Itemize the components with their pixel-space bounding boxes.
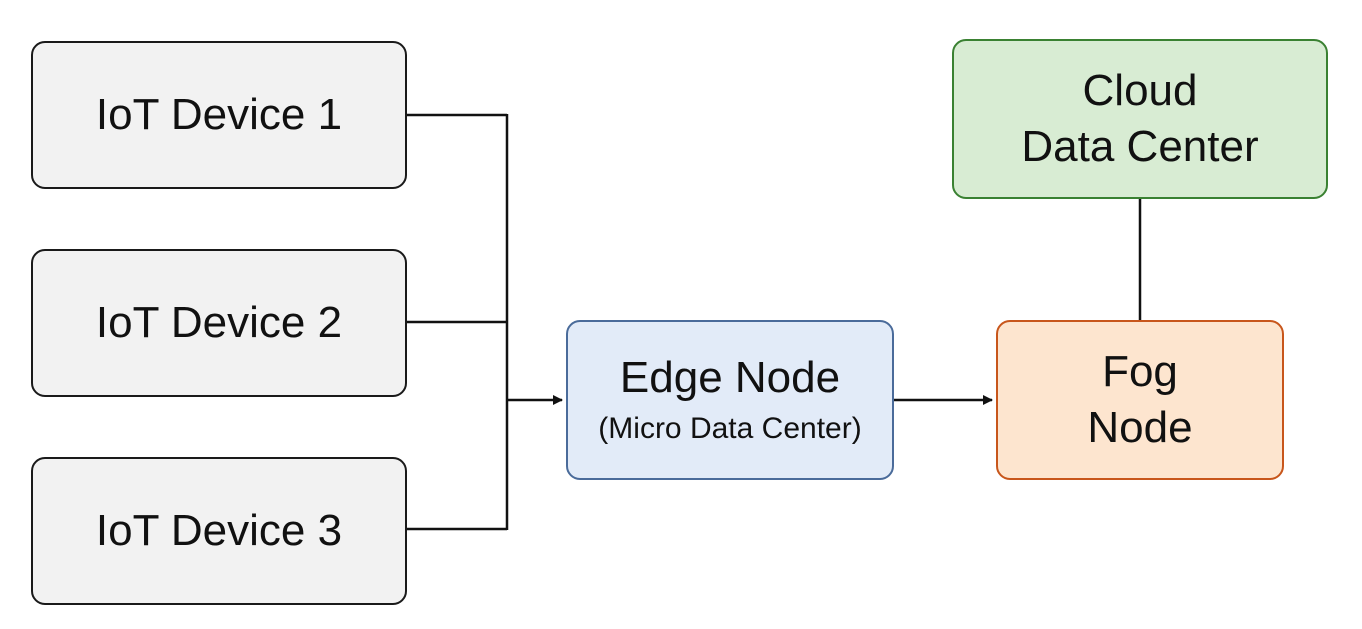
edge-node-title: Edge Node bbox=[619, 352, 841, 402]
edge-node-subtitle: (Micro Data Center) bbox=[598, 412, 862, 446]
iot-device-1-label: IoT Device 1 bbox=[95, 89, 343, 139]
cloud-label-line2: Data Center bbox=[1021, 122, 1259, 171]
cloud-label-line1: Cloud bbox=[1082, 65, 1198, 115]
edge-node: Edge Node (Micro Data Center) bbox=[566, 320, 894, 480]
cloud-data-center-node: Cloud Data Center bbox=[952, 39, 1328, 199]
iot-device-2-label: IoT Device 2 bbox=[95, 297, 343, 347]
iot-device-2-node: IoT Device 2 bbox=[31, 249, 407, 397]
iot-device-3-label: IoT Device 3 bbox=[95, 505, 343, 555]
fog-node-label-line1: Fog bbox=[1102, 346, 1178, 396]
fog-node-label-line2: Node bbox=[1087, 403, 1193, 452]
fog-node: Fog Node bbox=[996, 320, 1284, 480]
iot-device-3-node: IoT Device 3 bbox=[31, 457, 407, 605]
iot-device-1-node: IoT Device 1 bbox=[31, 41, 407, 189]
